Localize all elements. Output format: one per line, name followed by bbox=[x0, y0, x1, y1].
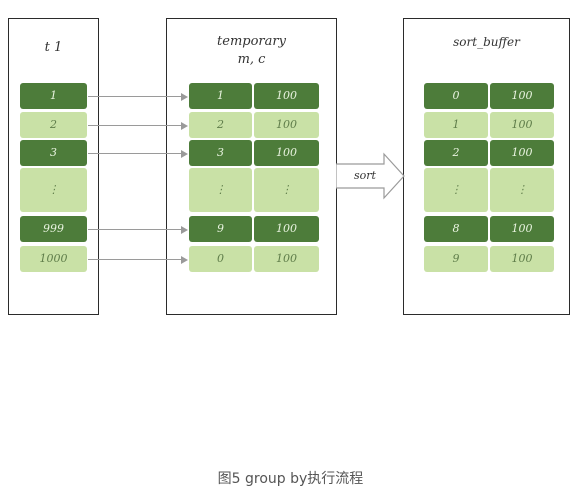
t1-row: 1 bbox=[20, 83, 87, 109]
sort-buffer-row-m: ⋮ bbox=[424, 168, 488, 212]
temporary-row-m: 0 bbox=[189, 246, 252, 272]
sort-buffer-row-m: 0 bbox=[424, 83, 488, 109]
t1-row: 1000 bbox=[20, 246, 87, 272]
t1-title: t 1 bbox=[44, 40, 63, 55]
temporary-row-c: ⋮ bbox=[254, 168, 319, 212]
sort-buffer-row-c: 100 bbox=[490, 140, 554, 166]
sort-buffer-row-m: 1 bbox=[424, 112, 488, 138]
sort-buffer-row-c: ⋮ bbox=[490, 168, 554, 212]
sort-buffer-row-m: 8 bbox=[424, 216, 488, 242]
temporary-row-c: 100 bbox=[254, 216, 319, 242]
sort-buffer-row-m: 9 bbox=[424, 246, 488, 272]
temporary-title: temporary bbox=[217, 34, 286, 49]
row-arrow-head bbox=[181, 121, 188, 130]
sort-buffer-row-c: 100 bbox=[490, 83, 554, 109]
temporary-columns: m, c bbox=[237, 52, 266, 67]
temporary-row-m: 9 bbox=[189, 216, 252, 242]
sort-buffer-title: sort_buffer bbox=[453, 35, 520, 49]
sort-buffer-row-c: 100 bbox=[490, 246, 554, 272]
sort-buffer-row-c: 100 bbox=[490, 216, 554, 242]
sort-buffer-row-m: 2 bbox=[424, 140, 488, 166]
t1-row: 999 bbox=[20, 216, 87, 242]
row-arrow-head bbox=[181, 225, 188, 234]
row-arrow-head bbox=[181, 149, 188, 158]
row-arrow bbox=[88, 96, 181, 97]
temporary-row-m: 1 bbox=[189, 83, 252, 109]
temporary-row-c: 100 bbox=[254, 83, 319, 109]
temporary-row-m: 3 bbox=[189, 140, 252, 166]
row-arrow-head bbox=[181, 255, 188, 264]
t1-row: ⋮ bbox=[20, 168, 87, 212]
sort-buffer-row-c: 100 bbox=[490, 112, 554, 138]
temporary-row-c: 100 bbox=[254, 112, 319, 138]
caption-area: 图5 group by执行流程 bbox=[0, 430, 581, 500]
temporary-row-c: 100 bbox=[254, 246, 319, 272]
row-arrow bbox=[88, 229, 181, 230]
temporary-row-m: 2 bbox=[189, 112, 252, 138]
temporary-row-m: ⋮ bbox=[189, 168, 252, 212]
row-arrow bbox=[88, 125, 181, 126]
row-arrow bbox=[88, 153, 181, 154]
sort-label: sort bbox=[354, 169, 376, 182]
temporary-row-c: 100 bbox=[254, 140, 319, 166]
t1-row: 3 bbox=[20, 140, 87, 166]
t1-row: 2 bbox=[20, 112, 87, 138]
sort-arrow bbox=[336, 152, 405, 200]
figure-caption: 图5 group by执行流程 bbox=[217, 471, 364, 487]
row-arrow bbox=[88, 259, 181, 260]
row-arrow-head bbox=[181, 92, 188, 101]
